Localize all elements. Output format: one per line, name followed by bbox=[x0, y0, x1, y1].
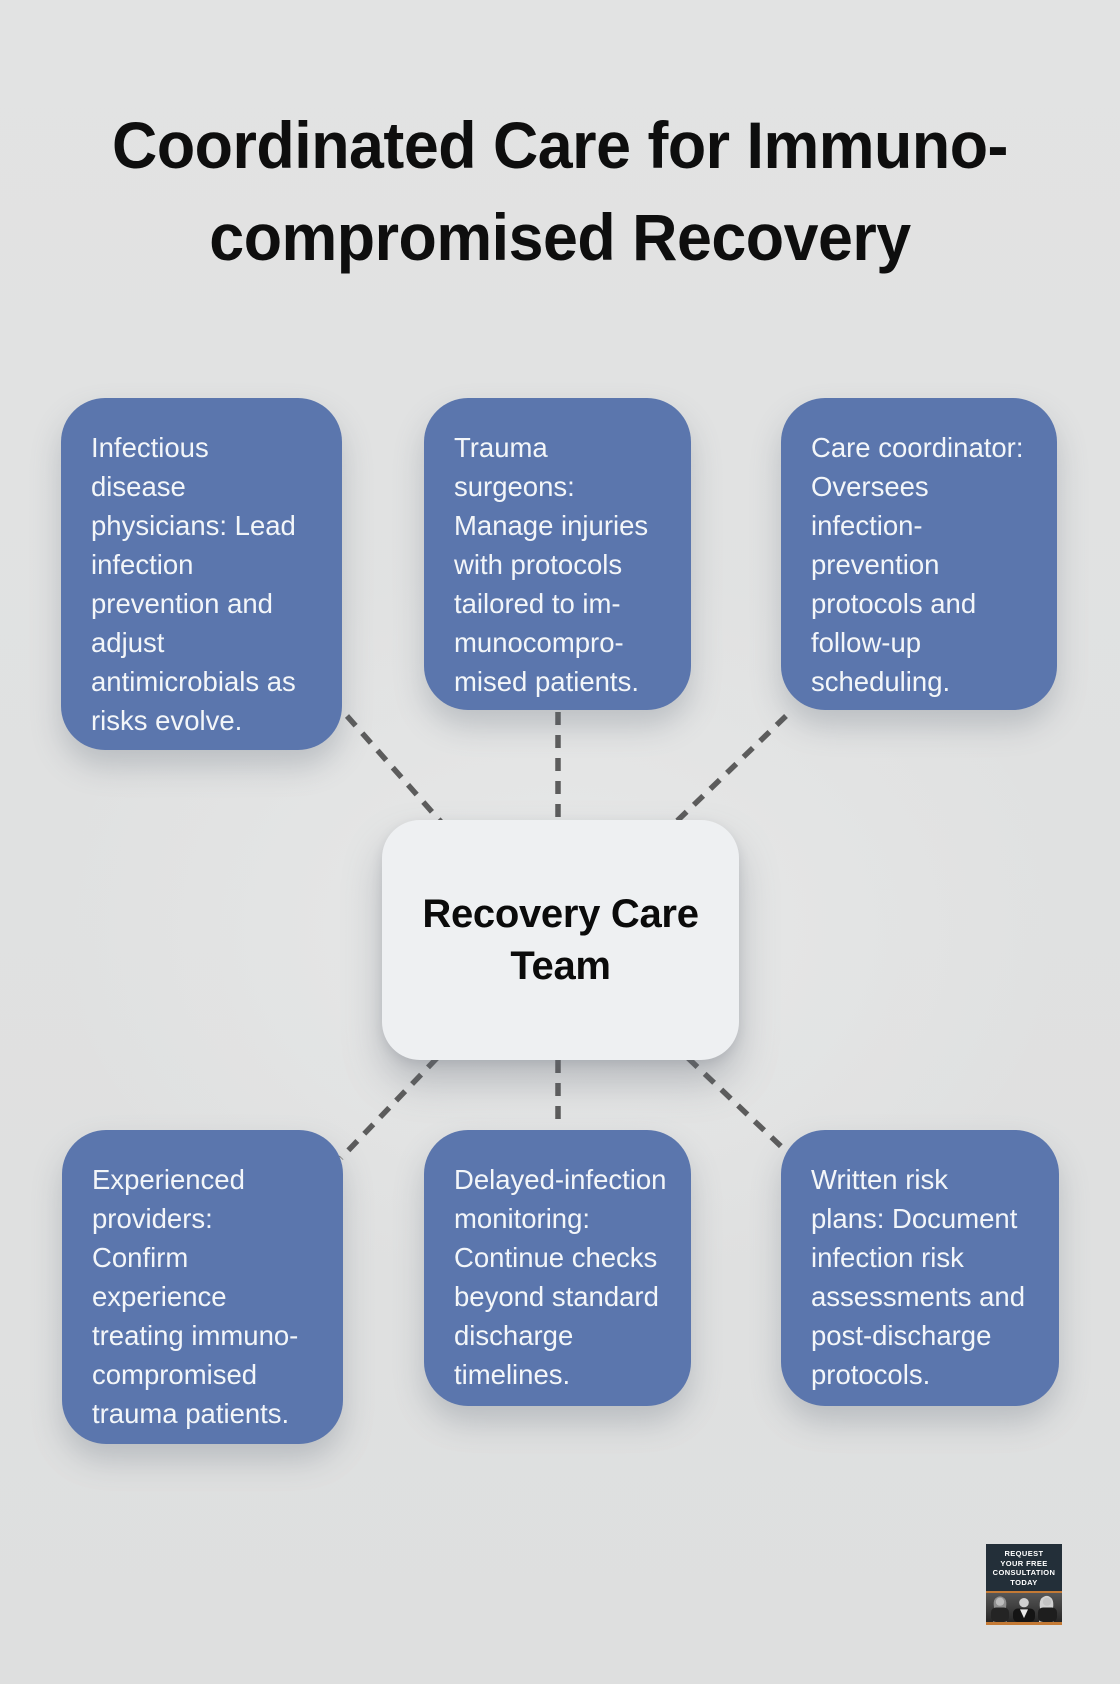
consultation-cta-badge[interactable]: REQUEST YOUR FREE CONSULTATION TODAY bbox=[986, 1544, 1062, 1625]
infographic-title: Coordinated Care for Immuno- compromised… bbox=[28, 99, 1092, 283]
title-line-1: Coordinated Care for Immuno- bbox=[112, 108, 1008, 182]
node-infectious-disease-physicians: Infectious disease physicians: Lead infe… bbox=[61, 398, 342, 750]
connector-bottom-right bbox=[686, 1056, 789, 1154]
connector-bottom-left bbox=[339, 1056, 439, 1160]
node-experienced-providers: Experienced providers: Confirm experienc… bbox=[62, 1130, 343, 1444]
node-written-risk-plans: Written risk plans: Document infection r… bbox=[781, 1130, 1059, 1406]
node-care-coordinator: Care coordinator: Oversees infection- pr… bbox=[781, 398, 1057, 710]
title-line-2: compromised Recovery bbox=[209, 200, 911, 274]
center-node-recovery-care-team: Recovery Care Team bbox=[382, 820, 739, 1060]
connector-top-left bbox=[344, 714, 444, 824]
consultation-cta-text: REQUEST YOUR FREE CONSULTATION TODAY bbox=[986, 1544, 1062, 1593]
connector-top-right bbox=[674, 714, 788, 824]
node-trauma-surgeons: Trauma surgeons: Manage injuries with pr… bbox=[424, 398, 691, 710]
attorneys-photo bbox=[986, 1593, 1062, 1622]
node-delayed-infection-monitoring: Delayed-infection monitoring: Continue c… bbox=[424, 1130, 691, 1406]
